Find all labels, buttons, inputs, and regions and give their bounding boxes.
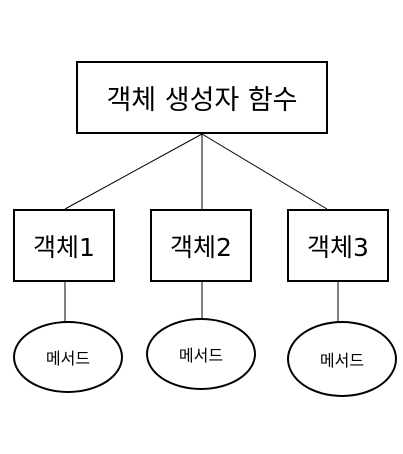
object-3-method-ellipse: 메서드 bbox=[287, 321, 397, 397]
object-3-box: 객체3 bbox=[287, 209, 389, 282]
object-2-label: 객체2 bbox=[170, 232, 232, 262]
object-2-method-ellipse: 메서드 bbox=[146, 318, 256, 390]
object-1-method-label: 메서드 bbox=[45, 349, 91, 368]
constructor-function-box: 객체 생성자 함수 bbox=[76, 61, 328, 134]
object-1-label: 객체1 bbox=[33, 232, 95, 262]
object-1-box: 객체1 bbox=[13, 209, 115, 282]
connector-root-object-1 bbox=[64, 133, 203, 210]
object-2-method-label: 메서드 bbox=[178, 346, 224, 365]
object-2-box: 객체2 bbox=[150, 209, 252, 282]
object-3-method-label: 메서드 bbox=[319, 351, 365, 370]
constructor-function-label: 객체 생성자 함수 bbox=[106, 85, 298, 116]
connector-root-object-3 bbox=[201, 133, 328, 210]
object-1-method-ellipse: 메서드 bbox=[13, 321, 123, 393]
object-3-label: 객체3 bbox=[307, 232, 369, 262]
